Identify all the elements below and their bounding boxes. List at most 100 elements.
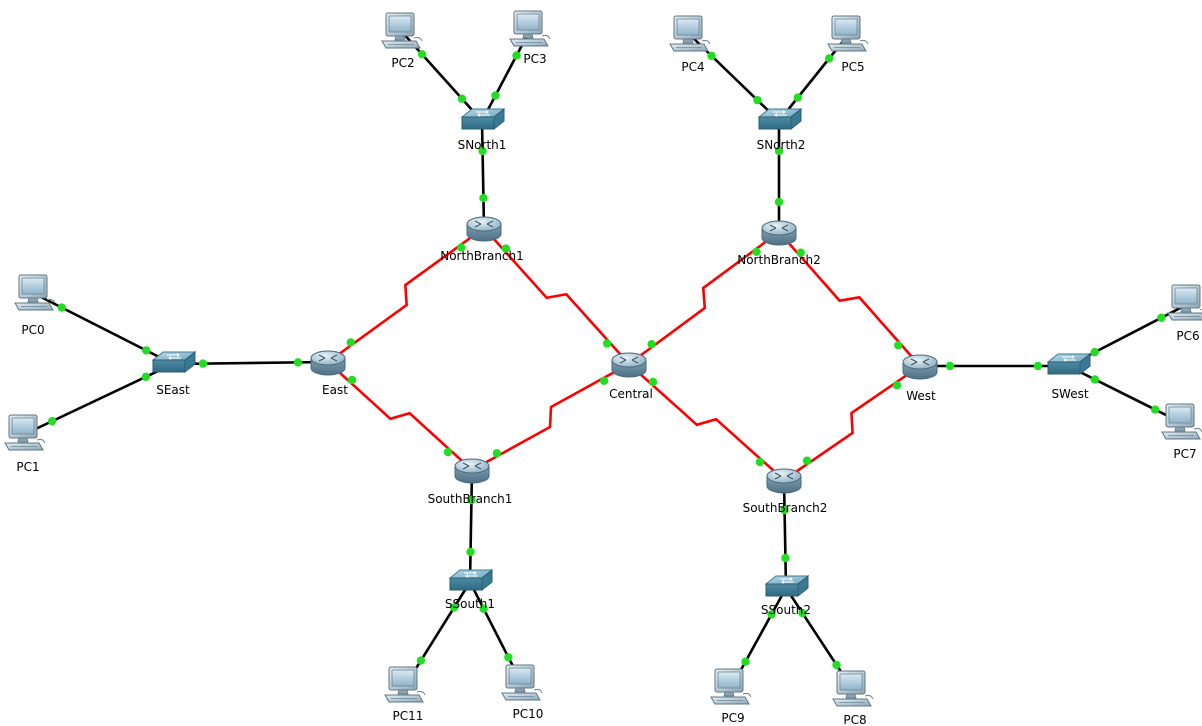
device-label-pc4: PC4 [681, 60, 704, 74]
device-label-northbranch1: NorthBranch1 [440, 249, 524, 263]
port-status-up-indicator [1157, 313, 1166, 322]
port-status-up-indicator [457, 94, 467, 103]
port-status-up-indicator [648, 377, 658, 387]
pc-icon-pc5[interactable] [827, 15, 869, 52]
router-icon-west[interactable] [902, 354, 938, 380]
serial-link-northbranch2-west[interactable] [778, 231, 921, 367]
device-label-southbranch1: SouthBranch1 [428, 492, 513, 506]
port-status-up-indicator [599, 376, 609, 385]
port-status-up-indicator [198, 359, 208, 368]
ethernet-link-ssouth1-southbranch1[interactable] [468, 469, 474, 583]
switch-icon-ssouth2[interactable] [764, 574, 810, 598]
switch-icon-seast[interactable] [151, 350, 197, 374]
port-status-up-indicator [741, 657, 750, 666]
serial-link-southbranch2-west[interactable] [783, 364, 921, 482]
port-status-up-indicator [417, 50, 427, 59]
pc-icon-pc0[interactable] [14, 274, 56, 311]
links-layer [24, 29, 1189, 691]
device-label-pc6: PC6 [1176, 329, 1199, 343]
device-label-pc3: PC3 [523, 52, 546, 66]
port-status-up-indicator [802, 456, 812, 465]
ethernet-link-pc7-swest[interactable] [1067, 364, 1183, 425]
port-status-up-indicator [491, 91, 500, 100]
router-icon-east[interactable] [310, 350, 346, 376]
port-status-up-indicator [512, 51, 521, 60]
port-status-up-indicator [449, 603, 459, 612]
device-label-west: West [906, 389, 936, 403]
device-label-northbranch2: NorthBranch2 [737, 253, 821, 267]
port-status-up-indicator [780, 505, 789, 515]
device-label-pc9: PC9 [721, 711, 744, 725]
port-status-up-indicator [752, 247, 761, 257]
port-status-up-indicator [141, 372, 151, 382]
device-label-pc11: PC11 [393, 709, 424, 723]
pc-icon-pc1[interactable] [4, 414, 46, 451]
serial-link-central-southbranch2[interactable] [628, 363, 785, 481]
ethernet-link-seast-east[interactable] [172, 360, 329, 366]
ethernet-link-snorth1-northbranch1[interactable] [480, 120, 486, 229]
pc-icon-pc10[interactable] [501, 664, 543, 701]
port-status-up-indicator [479, 604, 488, 613]
router-icon-central[interactable] [611, 352, 647, 378]
device-label-east: East [322, 383, 348, 397]
device-label-southbranch2: SouthBranch2 [743, 501, 828, 515]
port-status-up-indicator [781, 553, 790, 563]
port-status-up-indicator [416, 656, 426, 665]
device-label-pc1: PC1 [16, 460, 39, 474]
switch-icon-snorth1[interactable] [460, 107, 506, 131]
port-status-up-indicator [1090, 348, 1099, 357]
device-label-swest: SWest [1051, 387, 1088, 401]
serial-link-east-southbranch1[interactable] [327, 361, 473, 471]
port-status-up-indicator [774, 197, 784, 207]
pc-icon-pc4[interactable] [669, 15, 711, 52]
port-status-up-indicator [602, 339, 612, 348]
router-icon-southbranch1[interactable] [454, 458, 490, 484]
port-status-up-indicator [647, 339, 656, 349]
pc-icon-pc8[interactable] [832, 670, 874, 707]
serial-link-southbranch1-central[interactable] [471, 362, 630, 472]
router-icon-northbranch1[interactable] [466, 216, 502, 242]
port-status-up-indicator [57, 303, 66, 312]
switch-icon-ssouth1[interactable] [448, 568, 494, 592]
port-status-up-indicator [47, 416, 57, 426]
port-status-up-indicator [346, 338, 355, 347]
device-label-pc5: PC5 [841, 60, 864, 74]
port-status-up-indicator [504, 653, 513, 662]
port-status-up-indicator [347, 375, 357, 385]
ethernet-link-pc0-seast[interactable] [34, 292, 174, 366]
port-status-up-indicator [492, 449, 502, 458]
port-status-up-indicator [774, 146, 784, 156]
pc-icon-pc3[interactable] [509, 10, 551, 47]
pc-icon-pc11[interactable] [384, 666, 426, 703]
port-status-up-indicator [767, 610, 776, 619]
ethernet-link-ssouth2-southbranch2[interactable] [782, 479, 788, 589]
port-status-up-indicator [1033, 361, 1043, 371]
device-label-ssouth2: SSouth2 [761, 603, 811, 617]
router-icon-southbranch2[interactable] [766, 468, 802, 494]
pc-icon-pc7[interactable] [1161, 403, 1202, 440]
serial-link-central-northbranch2[interactable] [628, 230, 780, 366]
port-status-up-indicator [1090, 375, 1100, 384]
ethernet-link-pc1-seast[interactable] [24, 362, 174, 436]
port-status-up-indicator [443, 447, 453, 457]
port-status-up-indicator [825, 54, 834, 63]
serial-link-northbranch1-central[interactable] [483, 227, 630, 365]
pc-icon-pc2[interactable] [381, 12, 423, 49]
device-label-seast: SEast [156, 383, 190, 397]
router-icon-northbranch2[interactable] [761, 220, 797, 246]
pc-icon-pc6[interactable] [1167, 284, 1202, 321]
pc-icon-pc9[interactable] [710, 668, 752, 705]
port-status-up-indicator [467, 495, 476, 505]
switch-icon-snorth2[interactable] [757, 107, 803, 131]
port-status-up-indicator [755, 457, 765, 467]
device-label-central: Central [609, 387, 653, 401]
port-status-up-indicator [466, 547, 475, 557]
switch-icon-swest[interactable] [1046, 352, 1092, 376]
port-status-up-indicator [796, 248, 805, 257]
serial-link-east-northbranch1[interactable] [327, 226, 485, 364]
ports-layer [47, 50, 1166, 670]
port-status-up-indicator [1150, 405, 1160, 414]
port-status-up-indicator [894, 341, 903, 350]
